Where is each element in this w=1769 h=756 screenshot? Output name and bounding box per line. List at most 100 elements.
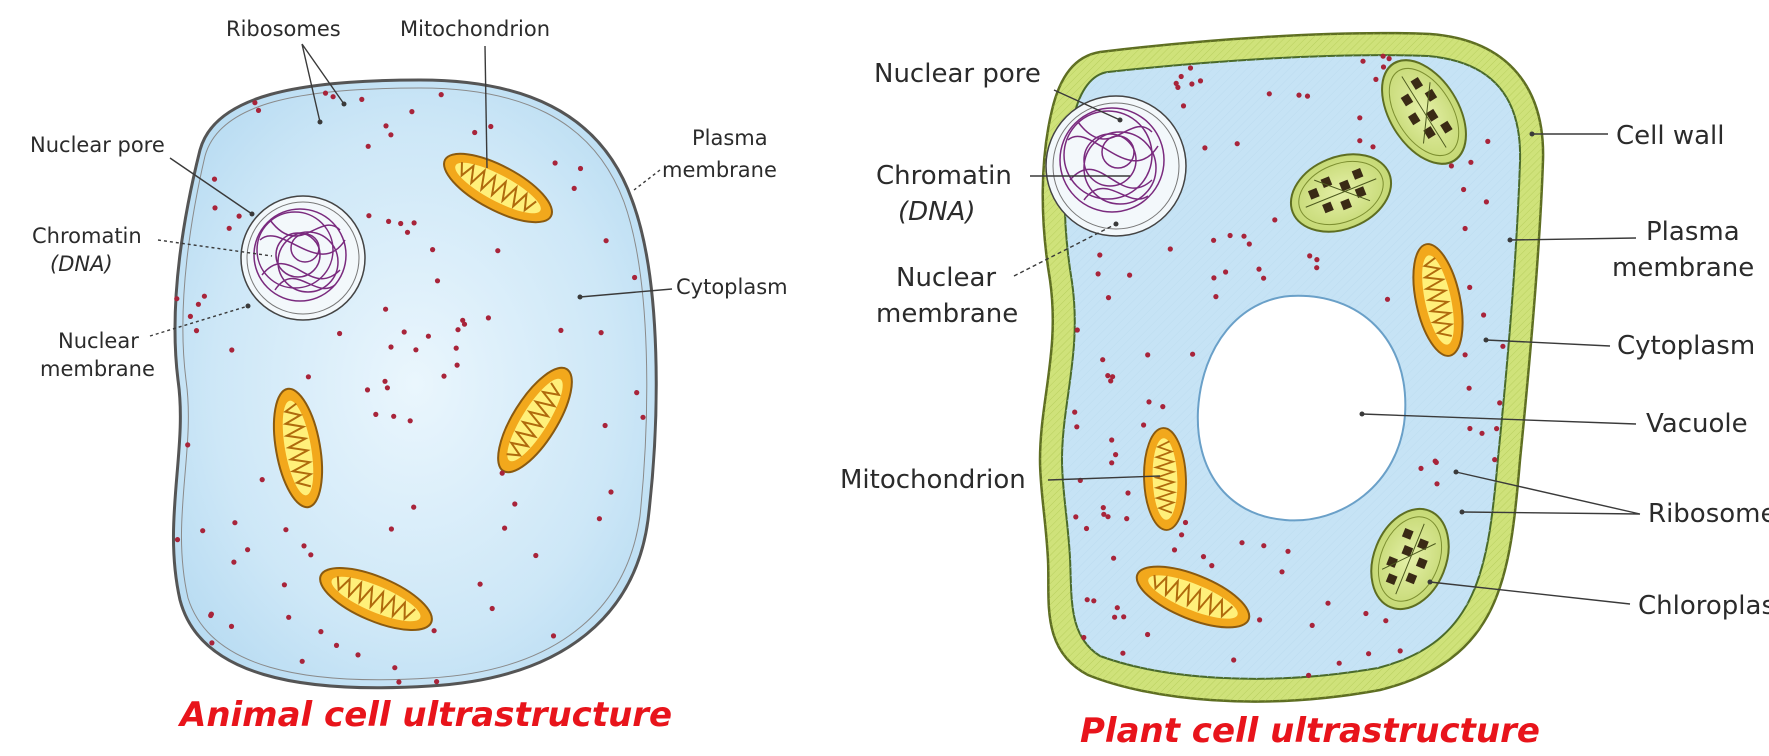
label-cell-wall: Cell wall bbox=[1616, 121, 1725, 151]
ribosome-dot bbox=[1127, 273, 1132, 278]
ribosome-dot bbox=[441, 374, 446, 379]
ribosome-dot bbox=[334, 643, 339, 648]
ribosome-dot bbox=[1091, 598, 1096, 603]
ribosome-dot bbox=[435, 278, 440, 283]
ribosome-dot bbox=[1305, 94, 1310, 99]
ribosome-dot bbox=[533, 553, 538, 558]
ribosome-dot bbox=[486, 315, 491, 320]
ribosome-dot bbox=[455, 363, 460, 368]
ribosome-dot bbox=[634, 390, 639, 395]
ribosome-dot bbox=[1125, 490, 1130, 495]
ribosome-dot bbox=[604, 238, 609, 243]
ribosome-dot bbox=[1373, 77, 1378, 82]
ribosome-dot bbox=[1492, 457, 1497, 462]
ribosome-dot bbox=[1202, 145, 1207, 150]
ribosome-dot bbox=[1296, 93, 1301, 98]
ribosome-dot bbox=[1109, 460, 1114, 465]
ribosome-dot bbox=[1467, 386, 1472, 391]
label-plasma-membrane-plant: membrane bbox=[1612, 253, 1754, 283]
ribosome-dot bbox=[409, 109, 414, 114]
ribosome-dot bbox=[359, 97, 364, 102]
ribosome-dot bbox=[1485, 139, 1490, 144]
ribosome-dot bbox=[1110, 374, 1115, 379]
ribosome-dot bbox=[1381, 64, 1386, 69]
ribosome-dot bbox=[454, 346, 459, 351]
animal-nucleus bbox=[241, 196, 365, 320]
ribosome-dot bbox=[1434, 460, 1439, 465]
ribosome-dot bbox=[227, 226, 232, 231]
ribosome-dot bbox=[1497, 400, 1502, 405]
label-membrane-plant: membrane bbox=[876, 299, 1018, 329]
ribosome-dot bbox=[1109, 437, 1114, 442]
ribosome-dot bbox=[1272, 217, 1277, 222]
ribosome-dot bbox=[1111, 556, 1116, 561]
ribosome-dot bbox=[434, 679, 439, 684]
ribosome-dot bbox=[1223, 269, 1228, 274]
ribosome-dot bbox=[386, 219, 391, 224]
animal-cell-title: Animal cell ultrastructure bbox=[177, 695, 672, 735]
ribosome-dot bbox=[1106, 295, 1111, 300]
ribosome-dot bbox=[1463, 226, 1468, 231]
ribosome-dot bbox=[308, 552, 313, 557]
ribosome-dot bbox=[388, 344, 393, 349]
ribosome-dot bbox=[1385, 297, 1390, 302]
ribosome-dot bbox=[1115, 605, 1120, 610]
ribosome-dot bbox=[1325, 601, 1330, 606]
ribosome-dot bbox=[455, 327, 460, 332]
ribosome-dot bbox=[572, 186, 577, 191]
ribosome-dot bbox=[229, 347, 234, 352]
ribosome-dot bbox=[283, 527, 288, 532]
ribosome-dot bbox=[175, 537, 180, 542]
ribosome-dot bbox=[1081, 635, 1086, 640]
ribosome-dot bbox=[430, 247, 435, 252]
ribosome-dot bbox=[1418, 466, 1423, 471]
ribosome-dot bbox=[1370, 144, 1375, 149]
label-plasma-animal: Plasma bbox=[692, 126, 768, 150]
ribosome-dot bbox=[1357, 138, 1362, 143]
ribosome-dot bbox=[1105, 373, 1110, 378]
ribosome-dot bbox=[1231, 657, 1236, 662]
ribosome-dot bbox=[1120, 651, 1125, 656]
ribosome-dot bbox=[282, 582, 287, 587]
ribosome-dot bbox=[597, 516, 602, 521]
ribosome-dot bbox=[1141, 422, 1146, 427]
ribosome-dot bbox=[1387, 56, 1392, 61]
ribosome-dot bbox=[408, 418, 413, 423]
ribosome-dot bbox=[551, 633, 556, 638]
ribosome-dot bbox=[412, 220, 417, 225]
ribosome-dot bbox=[495, 248, 500, 253]
ribosome-dot bbox=[1257, 617, 1262, 622]
ribosome-dot bbox=[1463, 352, 1468, 357]
ribosome-dot bbox=[337, 331, 342, 336]
ribosome-dot bbox=[1183, 520, 1188, 525]
ribosome-dot bbox=[1168, 246, 1173, 251]
ribosome-dot bbox=[599, 330, 604, 335]
ribosome-dot bbox=[212, 177, 217, 182]
ribosome-dot bbox=[1174, 81, 1179, 86]
ribosome-dot bbox=[396, 679, 401, 684]
ribosome-dot bbox=[373, 412, 378, 417]
ribosome-dot bbox=[1449, 163, 1454, 168]
plant-vacuole bbox=[1198, 296, 1406, 521]
ribosome-dot bbox=[1145, 632, 1150, 637]
ribosome-dot bbox=[1500, 344, 1505, 349]
label-plasma-plant: Plasma bbox=[1646, 217, 1740, 247]
ribosome-dot bbox=[208, 613, 213, 618]
ribosome-dot bbox=[1181, 103, 1186, 108]
label-nuclear-pore-plant: Nuclear pore bbox=[874, 59, 1041, 89]
ribosome-dot bbox=[1113, 452, 1118, 457]
ribosome-dot bbox=[632, 275, 637, 280]
ribosome-dot bbox=[1468, 160, 1473, 165]
ribosome-dot bbox=[260, 477, 265, 482]
ribosome-dot bbox=[1357, 115, 1362, 120]
ribosome-dot bbox=[389, 526, 394, 531]
ribosome-dot bbox=[300, 659, 305, 664]
label-ribosome-plant: Ribosome bbox=[1648, 499, 1769, 529]
ribosome-dot bbox=[1494, 426, 1499, 431]
ribosome-dot bbox=[1285, 549, 1290, 554]
ribosome-dot bbox=[1314, 257, 1319, 262]
ribosome-dot bbox=[174, 296, 179, 301]
ribosome-dot bbox=[1360, 59, 1365, 64]
ribosome-dot bbox=[1484, 199, 1489, 204]
